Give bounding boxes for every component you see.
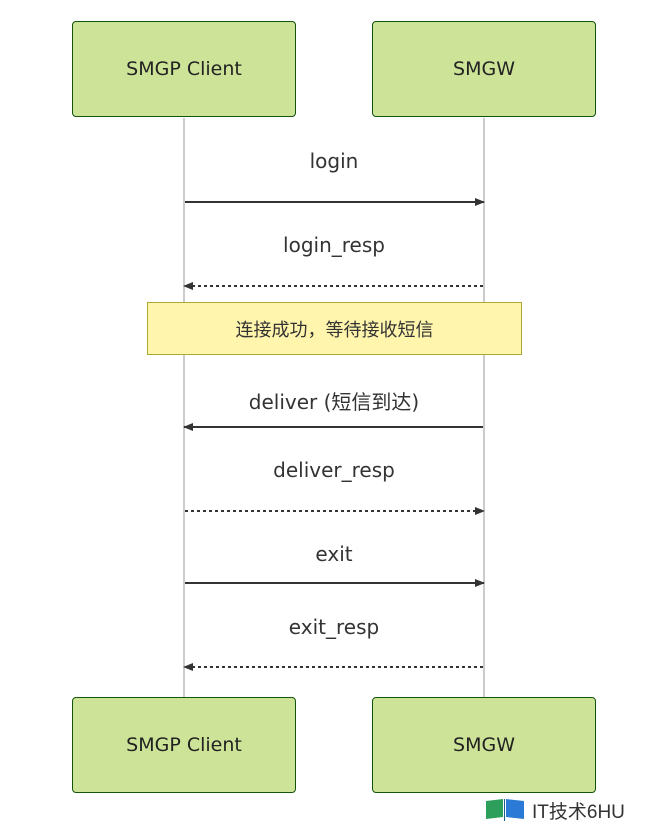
client-actor-top-label: SMGP Client (126, 58, 242, 80)
watermark: IT技术6HU (484, 796, 625, 824)
note-box: 连接成功，等待接收短信 (147, 302, 522, 355)
book-logo-icon (486, 799, 524, 821)
deliver-label: deliver (短信到达) (248, 390, 420, 414)
client-actor-bottom: SMGP Client (72, 697, 296, 793)
watermark-text: IT技术6HU (532, 801, 625, 823)
login-label: login (309, 149, 359, 173)
server-actor-bottom-label: SMGW (453, 734, 515, 756)
deliver-resp-label: deliver_resp (273, 458, 395, 482)
server-actor-top-label: SMGW (453, 58, 515, 80)
client-actor-bottom-label: SMGP Client (126, 734, 242, 756)
client-actor-top: SMGP Client (72, 21, 296, 117)
server-actor-bottom: SMGW (372, 697, 596, 793)
server-actor-top: SMGW (372, 21, 596, 117)
exit-resp-label: exit_resp (288, 615, 380, 639)
note-text: 连接成功，等待接收短信 (235, 319, 434, 341)
login-resp-label: login_resp (283, 233, 385, 257)
exit-label: exit (315, 542, 353, 566)
